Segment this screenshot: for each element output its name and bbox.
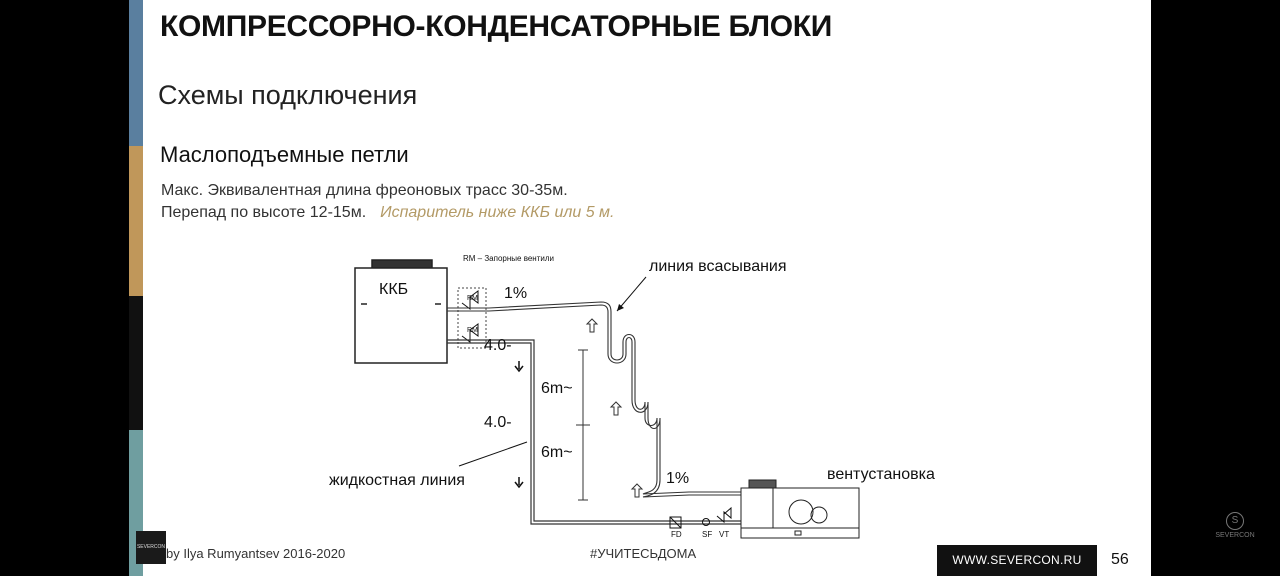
accent-stripe-gold [129, 146, 143, 296]
accent-stripe-blue [129, 0, 143, 146]
accent-stripe-dark [129, 296, 143, 430]
liquid-line-inner [447, 342, 784, 525]
severcon-watermark-icon: S SEVERCON [1213, 512, 1257, 552]
liquid-slope-label-2: 4.0- [484, 414, 512, 431]
suction-pointer [616, 276, 647, 312]
liquid-slope-label-1: 4.0- [484, 337, 512, 354]
slide: КОМПРЕССОРНО-КОНДЕНСАТОРНЫЕ БЛОКИ Схемы … [129, 0, 1151, 576]
rm-valve-label-2: RM [467, 327, 478, 334]
height-dimension [576, 349, 590, 501]
kkb-body [354, 267, 448, 364]
description-text-1: Макс. Эквивалентная длина фреоновых трас… [161, 182, 568, 199]
oil-lift-loop-diagram: ККБ RM RM RM – Запорные вентили 1% 4.0- … [329, 254, 935, 539]
slide-subtitle: Схемы подключения [158, 80, 418, 110]
suction-line [447, 301, 830, 498]
rm-valve-box [457, 287, 487, 349]
fd-label: FD [671, 530, 682, 539]
vt-label: VT [719, 530, 729, 539]
footer-author: by Ilya Rumyantsev 2016-2020 [166, 546, 346, 561]
severcon-logo-small: SEVERCON [136, 531, 166, 564]
kkb-unit [354, 259, 448, 364]
liquid-line [447, 339, 784, 522]
slide-title: КОМПРЕССОРНО-КОНДЕНСАТОРНЫЕ БЛОКИ [160, 10, 833, 43]
severcon-watermark-text: SEVERCON [1215, 532, 1255, 539]
footer-hashtag: #УЧИТЕСЬДОМА [590, 546, 697, 561]
thermo-valve-icon [716, 506, 732, 524]
ventilation-unit [740, 479, 860, 539]
suction-line-label: линия всасывания [649, 258, 787, 275]
rm-legend: RM – Запорные вентили [463, 254, 554, 263]
severcon-s-icon: S [1226, 512, 1244, 530]
suction-slope-label: 1% [504, 285, 527, 302]
liquid-line-label: жидкостная линия [329, 472, 465, 489]
filter-drier-icon [669, 516, 682, 529]
page-number: 56 [1111, 551, 1129, 568]
bottom-slope-label: 1% [666, 470, 689, 487]
liquid-components [669, 506, 732, 529]
evaporator-hint: Испаритель ниже ККБ или 5 м. [380, 204, 615, 221]
footer-website[interactable]: WWW.SEVERCON.RU [937, 545, 1097, 576]
height-label-1: 6m~ [541, 380, 573, 397]
flow-down-arrows [514, 361, 524, 489]
ventilation-label: вентустановка [827, 466, 935, 483]
liquid-pointer [458, 441, 528, 467]
description-line-2: Перепад по высоте 12-15м. Испаритель ниже… [161, 204, 614, 222]
suction-pointer-tip [617, 304, 624, 311]
description-line-1: Макс. Эквивалентная длина фреоновых трас… [161, 182, 568, 200]
sight-glass-icon [702, 518, 710, 526]
flow-up-arrows [585, 318, 644, 498]
sf-label: SF [702, 530, 712, 539]
rm-valve-2-icon [461, 323, 479, 343]
section-heading: Маслоподъемные петли [160, 142, 409, 167]
height-label-2: 6m~ [541, 444, 573, 461]
description-text-2: Перепад по высоте 12-15м. [161, 204, 367, 221]
kkb-label: ККБ [379, 281, 408, 298]
